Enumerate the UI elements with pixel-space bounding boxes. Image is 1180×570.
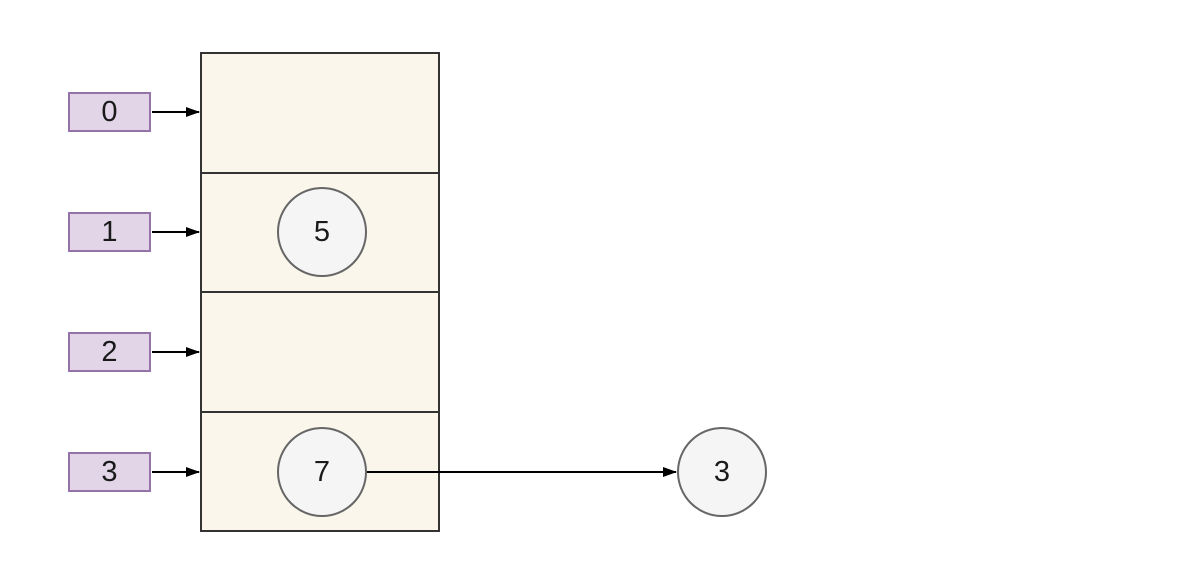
index-box-1: 1 [68,212,151,252]
node-circle-bucket3-value7: 7 [277,427,367,517]
index-box-3: 3 [68,452,151,492]
bucket-cell-2 [202,291,438,411]
bucket-cell-3 [202,410,438,531]
node-value: 5 [313,215,331,248]
index-label-3: 3 [101,455,118,488]
index-label-2: 2 [101,335,118,368]
index-box-0: 0 [68,92,151,132]
index-label-1: 1 [101,215,118,248]
index-box-2: 2 [68,332,151,372]
bucket-cell-1 [202,171,438,292]
node-value: 7 [313,455,331,488]
index-label-0: 0 [101,95,118,128]
node-circle-bucket3-value3: 3 [677,427,767,517]
bucket-cell-0 [202,54,438,172]
node-circle-bucket1-value5: 5 [277,187,367,277]
node-value: 3 [713,455,731,488]
